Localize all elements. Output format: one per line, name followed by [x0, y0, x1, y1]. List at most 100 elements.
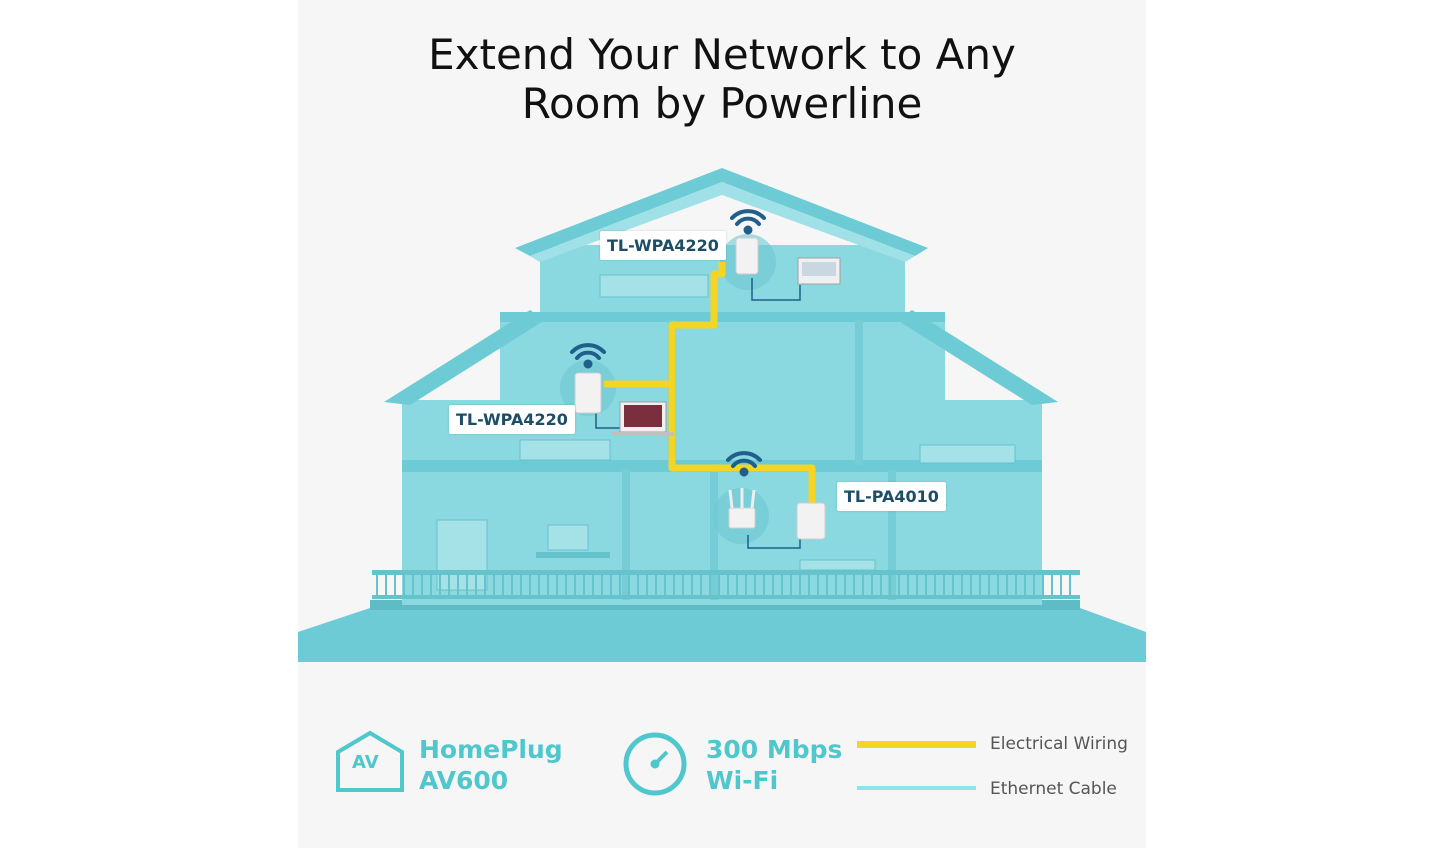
railing-post	[529, 575, 531, 597]
railing-post	[799, 575, 801, 597]
wpa4220-top-device	[735, 237, 759, 275]
railing-post	[574, 575, 576, 597]
ground-slab	[298, 608, 1146, 662]
homeplug-line-1: HomePlug	[419, 735, 563, 764]
railing-post	[781, 575, 783, 597]
wpa4220-middle-device	[574, 372, 602, 414]
railing-post	[907, 575, 909, 597]
railing-post	[952, 575, 954, 597]
legend-ethernet: Ethernet Cable	[990, 779, 1117, 799]
railing-post	[1006, 575, 1008, 597]
house-plug-icon	[336, 730, 404, 792]
railing-posts	[376, 575, 1071, 597]
railing-post	[583, 575, 585, 597]
legend-electrical: Electrical Wiring	[990, 734, 1128, 754]
device-label-middle-text: TL-WPA4220	[456, 410, 568, 429]
railing-post	[1015, 575, 1017, 597]
railing-post	[547, 575, 549, 597]
title-line-2: Room by Powerline	[521, 79, 923, 128]
wifi-line-2: Wi-Fi	[706, 766, 779, 795]
railing-post	[925, 575, 927, 597]
railing-post	[457, 575, 459, 597]
railing-post	[1042, 575, 1044, 597]
railing-post	[871, 575, 873, 597]
railing-top	[372, 570, 1080, 575]
railing-post	[1069, 575, 1071, 597]
railing-post	[448, 575, 450, 597]
railing-post	[394, 575, 396, 597]
railing-post	[772, 575, 774, 597]
railing-post	[637, 575, 639, 597]
wifi-line-1: 300 Mbps	[706, 735, 843, 764]
railing-post	[754, 575, 756, 597]
page-title: Extend Your Network to Any Room by Power…	[298, 30, 1146, 128]
railing-post	[970, 575, 972, 597]
wifi-icon	[726, 451, 762, 477]
railing-post	[655, 575, 657, 597]
railing-post	[556, 575, 558, 597]
railing-post	[718, 575, 720, 597]
device-label-bottom-text: TL-PA4010	[844, 487, 939, 506]
railing-post	[817, 575, 819, 597]
railing-post	[412, 575, 414, 597]
railing-post	[511, 575, 513, 597]
railing-post	[889, 575, 891, 597]
railing-post	[376, 575, 378, 597]
railing-post	[808, 575, 810, 597]
railing-post	[493, 575, 495, 597]
railing-post	[691, 575, 693, 597]
electrical-wiring-line	[857, 741, 976, 748]
railing-post	[709, 575, 711, 597]
railing-post	[502, 575, 504, 597]
device-label-bottom: TL-PA4010	[837, 482, 946, 511]
railing-post	[979, 575, 981, 597]
wifi-icon	[570, 343, 606, 369]
railing-post	[835, 575, 837, 597]
railing-post	[421, 575, 423, 597]
railing-post	[619, 575, 621, 597]
railing-post	[673, 575, 675, 597]
railing-post	[430, 575, 432, 597]
ethernet-cable-line	[857, 786, 976, 790]
railing-post	[826, 575, 828, 597]
railing-post	[916, 575, 918, 597]
railing-post	[610, 575, 612, 597]
railing-post	[565, 575, 567, 597]
railing-post	[403, 575, 405, 597]
railing-post	[1060, 575, 1062, 597]
railing-post	[1024, 575, 1026, 597]
railing-post	[943, 575, 945, 597]
railing-post	[475, 575, 477, 597]
title-line-1: Extend Your Network to Any	[428, 30, 1016, 79]
railing-post	[745, 575, 747, 597]
railing-post	[988, 575, 990, 597]
left-roof	[384, 310, 545, 405]
railing-post	[664, 575, 666, 597]
railing-post	[763, 575, 765, 597]
railing-post	[898, 575, 900, 597]
railing-post	[385, 575, 387, 597]
device-label-top: TL-WPA4220	[600, 231, 726, 260]
railing-post	[790, 575, 792, 597]
railing-post	[601, 575, 603, 597]
railing-post	[520, 575, 522, 597]
right-roof	[897, 310, 1058, 405]
railing-post	[700, 575, 702, 597]
speedometer-icon	[623, 732, 687, 796]
av-badge: AV	[352, 752, 379, 773]
wifi-icon	[730, 209, 766, 235]
railing-post	[484, 575, 486, 597]
railing-post	[466, 575, 468, 597]
wifi-feature: 300 Mbps Wi-Fi	[706, 734, 842, 796]
homeplug-line-2: AV600	[419, 766, 509, 795]
electrical-wiring-path	[668, 262, 816, 505]
railing-post	[862, 575, 864, 597]
pa4010-device	[796, 502, 826, 540]
railing-post	[880, 575, 882, 597]
railing-post	[538, 575, 540, 597]
railing-post	[853, 575, 855, 597]
railing-post	[592, 575, 594, 597]
railing-post	[727, 575, 729, 597]
railing-post	[997, 575, 999, 597]
